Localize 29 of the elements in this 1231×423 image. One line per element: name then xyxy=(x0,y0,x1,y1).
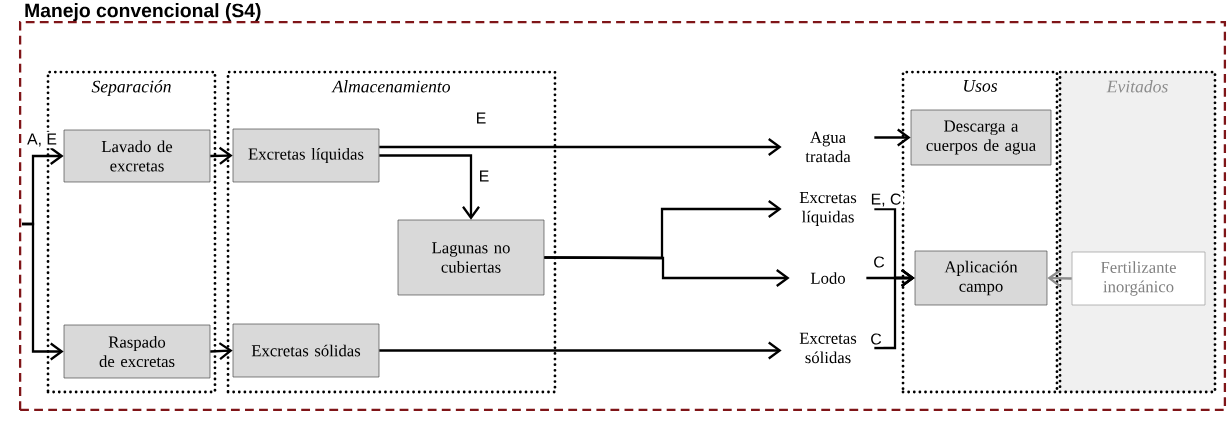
process-box: Excretas sólidas xyxy=(232,323,380,378)
arrow xyxy=(379,154,480,220)
flow-label: Excretas líquidas xyxy=(799,192,857,226)
arrow xyxy=(379,341,782,360)
process-box: Descarga a cuerpos de agua xyxy=(910,109,1052,166)
node-label: Manejo convencional (S4) xyxy=(25,3,261,22)
arrow xyxy=(22,222,64,361)
process-box: Lavado de excretas xyxy=(63,129,211,183)
process-box: Aplicación campo xyxy=(914,250,1048,306)
edge-label: E xyxy=(474,110,489,126)
process-box: Excretas líquidas xyxy=(232,128,380,183)
arrow xyxy=(1047,269,1072,288)
arrow xyxy=(874,128,911,147)
arrow xyxy=(379,138,782,156)
flow-label: Excretas sólidas xyxy=(799,332,857,364)
edge-label: E, C xyxy=(868,191,904,209)
process-box: Raspado de excretas xyxy=(63,324,211,379)
edge-label: A, E xyxy=(25,131,59,149)
arrow xyxy=(210,146,233,165)
edge-label: C xyxy=(868,331,884,347)
arrow xyxy=(874,269,915,350)
edge-label: C xyxy=(871,254,887,270)
flow-label: Agua tratada xyxy=(805,131,851,163)
edge-label: E xyxy=(476,168,492,184)
arrow xyxy=(210,342,233,360)
flow-label: Lodo xyxy=(810,272,845,284)
process-box: Lagunas no cubiertas xyxy=(397,219,545,296)
arrow xyxy=(544,256,790,287)
process-box: Fertilizante inorgánico xyxy=(1071,251,1206,306)
